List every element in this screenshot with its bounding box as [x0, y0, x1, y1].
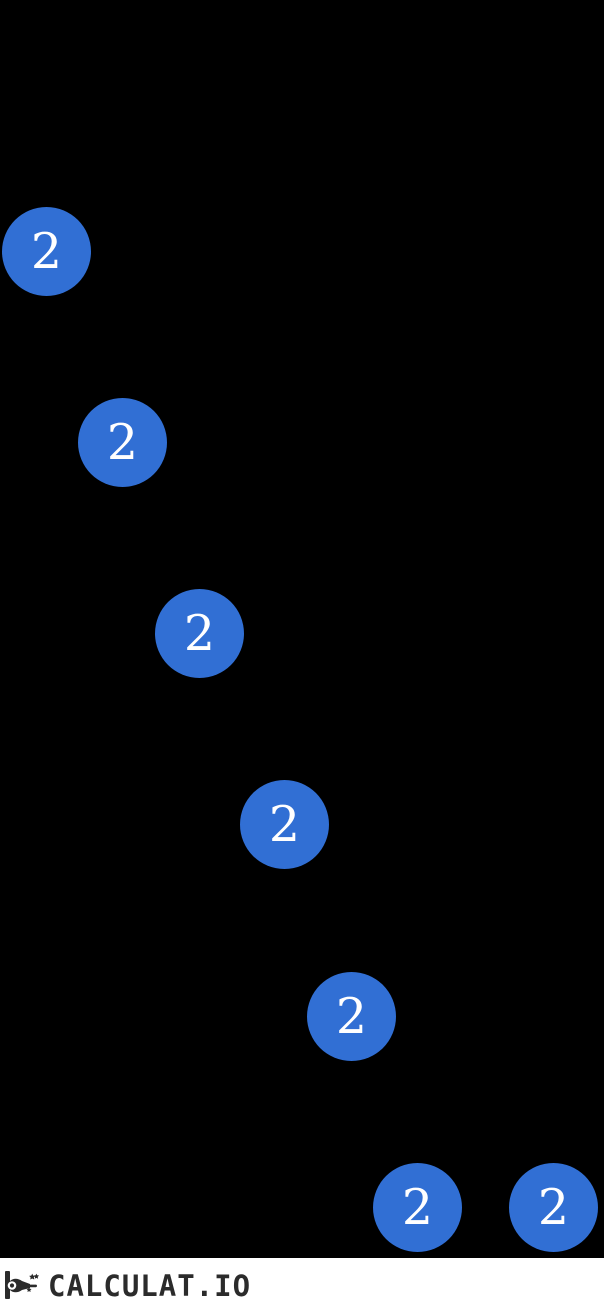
data-point-label: 2 — [268, 796, 301, 853]
data-point-marker: 2 — [78, 398, 167, 487]
data-point-marker: 2 — [2, 207, 91, 296]
data-point-marker: 2 — [373, 1163, 462, 1252]
footer-band: CALCULAT.IO — [0, 1258, 604, 1304]
pointing-hand-icon — [5, 1271, 40, 1299]
data-point-label: 2 — [183, 605, 216, 662]
data-point-label: 2 — [335, 988, 368, 1045]
visualization-canvas: 2 2 2 2 2 2 2 — [0, 0, 604, 1258]
data-point-marker: 2 — [155, 589, 244, 678]
brand-wordmark: CALCULAT.IO — [48, 1268, 252, 1303]
data-point-label: 2 — [106, 414, 139, 471]
data-point-marker: 2 — [509, 1163, 598, 1252]
data-point-label: 2 — [30, 223, 63, 280]
brand-logo[interactable]: CALCULAT.IO — [0, 1268, 251, 1304]
data-point-marker: 2 — [307, 972, 396, 1061]
data-point-marker: 2 — [240, 780, 329, 869]
data-point-label: 2 — [401, 1179, 434, 1236]
data-point-label: 2 — [537, 1179, 570, 1236]
